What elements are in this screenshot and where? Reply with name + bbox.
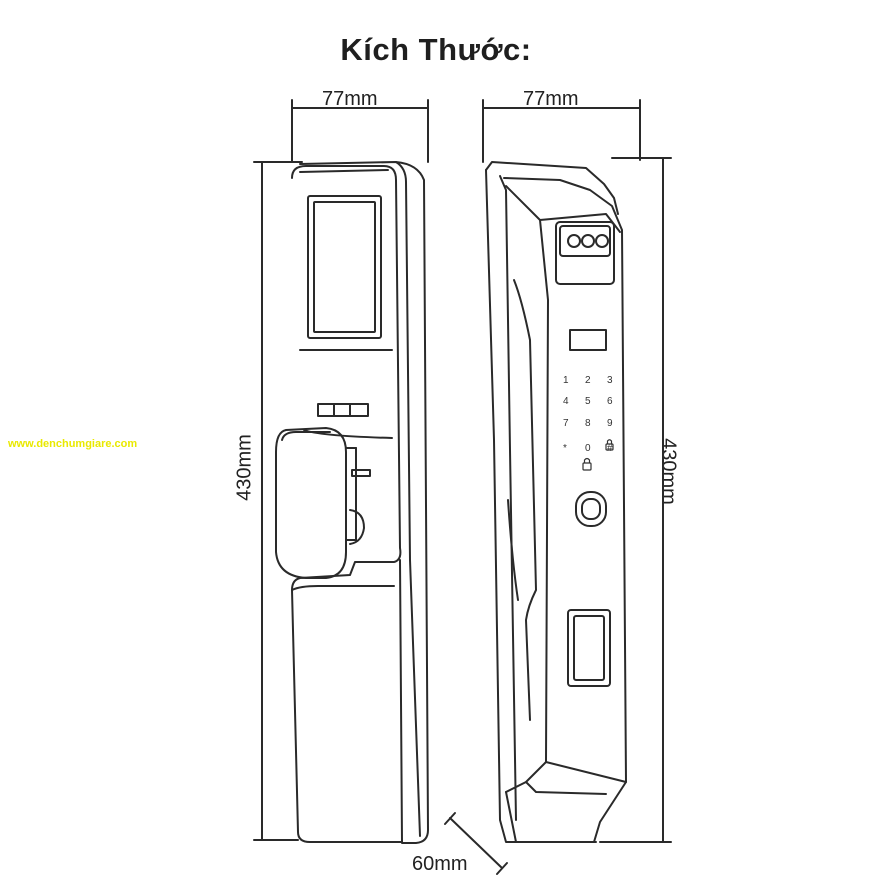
side-width-label: 77mm — [523, 88, 579, 110]
side-fingerprint-reader — [575, 491, 607, 527]
key-0: 0 — [585, 443, 591, 454]
side-keypad: 1 2 3 4 5 6 7 8 9 * 0 # — [563, 375, 613, 454]
key-2: 2 — [585, 375, 591, 386]
front-lower-panel — [291, 585, 395, 591]
front-width-label: 77mm — [322, 88, 378, 110]
depth-dimension-line — [444, 812, 508, 875]
key-7: 7 — [563, 418, 569, 429]
front-display-screen — [299, 195, 393, 351]
key-star: * — [563, 443, 567, 454]
front-latch-slot — [351, 469, 371, 477]
key-9: 9 — [607, 418, 613, 429]
front-spindle-knob — [349, 509, 365, 545]
front-indicator-buttons — [303, 403, 393, 439]
side-height-dimension-line — [599, 157, 672, 843]
key-4: 4 — [563, 396, 569, 407]
key-6: 6 — [607, 396, 613, 407]
website-watermark: www.denchumgiare.com — [8, 438, 138, 450]
lock-icon — [605, 439, 614, 451]
side-card-sensor — [569, 329, 607, 351]
front-width-dimension-line — [291, 99, 429, 163]
side-camera-module — [555, 221, 615, 285]
key-5: 5 — [585, 396, 591, 407]
front-lock-body — [291, 161, 429, 844]
keypad-lock-icons — [582, 439, 614, 471]
front-handle — [275, 427, 357, 579]
lock-icon — [582, 457, 592, 471]
key-8: 8 — [585, 418, 591, 429]
key-hash: # — [607, 443, 613, 454]
page-title: Kích Thước: — [340, 32, 532, 67]
front-height-dimension-line — [253, 161, 303, 841]
side-lock-body — [485, 161, 627, 843]
key-1: 1 — [563, 375, 569, 386]
depth-label: 60mm — [412, 853, 468, 875]
side-width-dimension-line — [482, 99, 641, 163]
side-handle-slot — [567, 609, 611, 687]
key-3: 3 — [607, 375, 613, 386]
